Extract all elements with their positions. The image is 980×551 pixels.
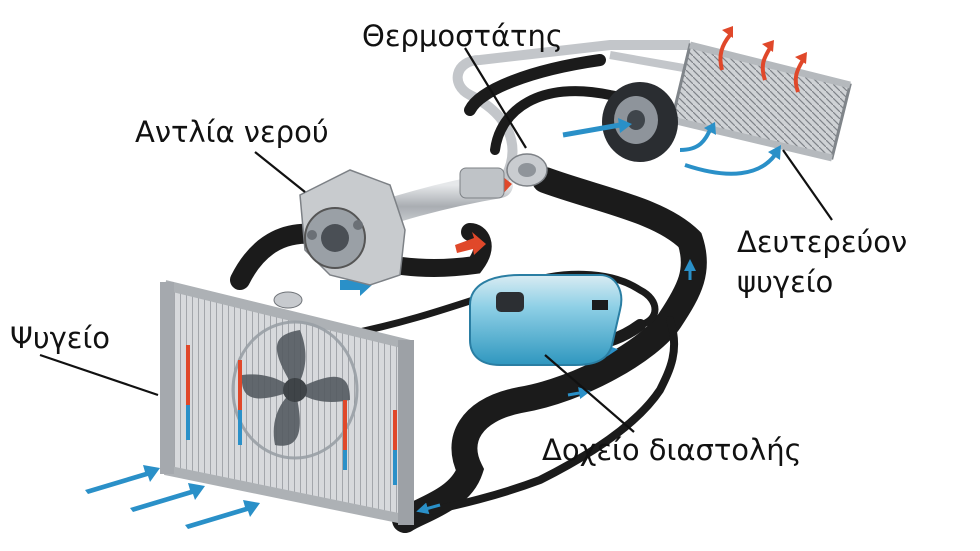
water-pump-label: Αντλία νερού bbox=[135, 118, 329, 147]
expansion-tank-label: Δοχείο διαστολής bbox=[542, 436, 802, 465]
water-pump bbox=[300, 170, 405, 285]
radiator-label: Ψυγείο bbox=[10, 324, 110, 353]
secondary-radiator-label-line1: Δευτερεύον bbox=[737, 228, 907, 257]
secondary-radiator bbox=[672, 45, 850, 158]
cooling-fan bbox=[233, 322, 357, 458]
blower-fan bbox=[602, 82, 678, 162]
expansion-tank bbox=[470, 275, 621, 365]
secondary-radiator-label-line2: ψυγείο bbox=[737, 268, 833, 297]
thermostat-housing bbox=[460, 154, 547, 198]
thermostat-label: Θερμοστάτης bbox=[362, 22, 563, 51]
